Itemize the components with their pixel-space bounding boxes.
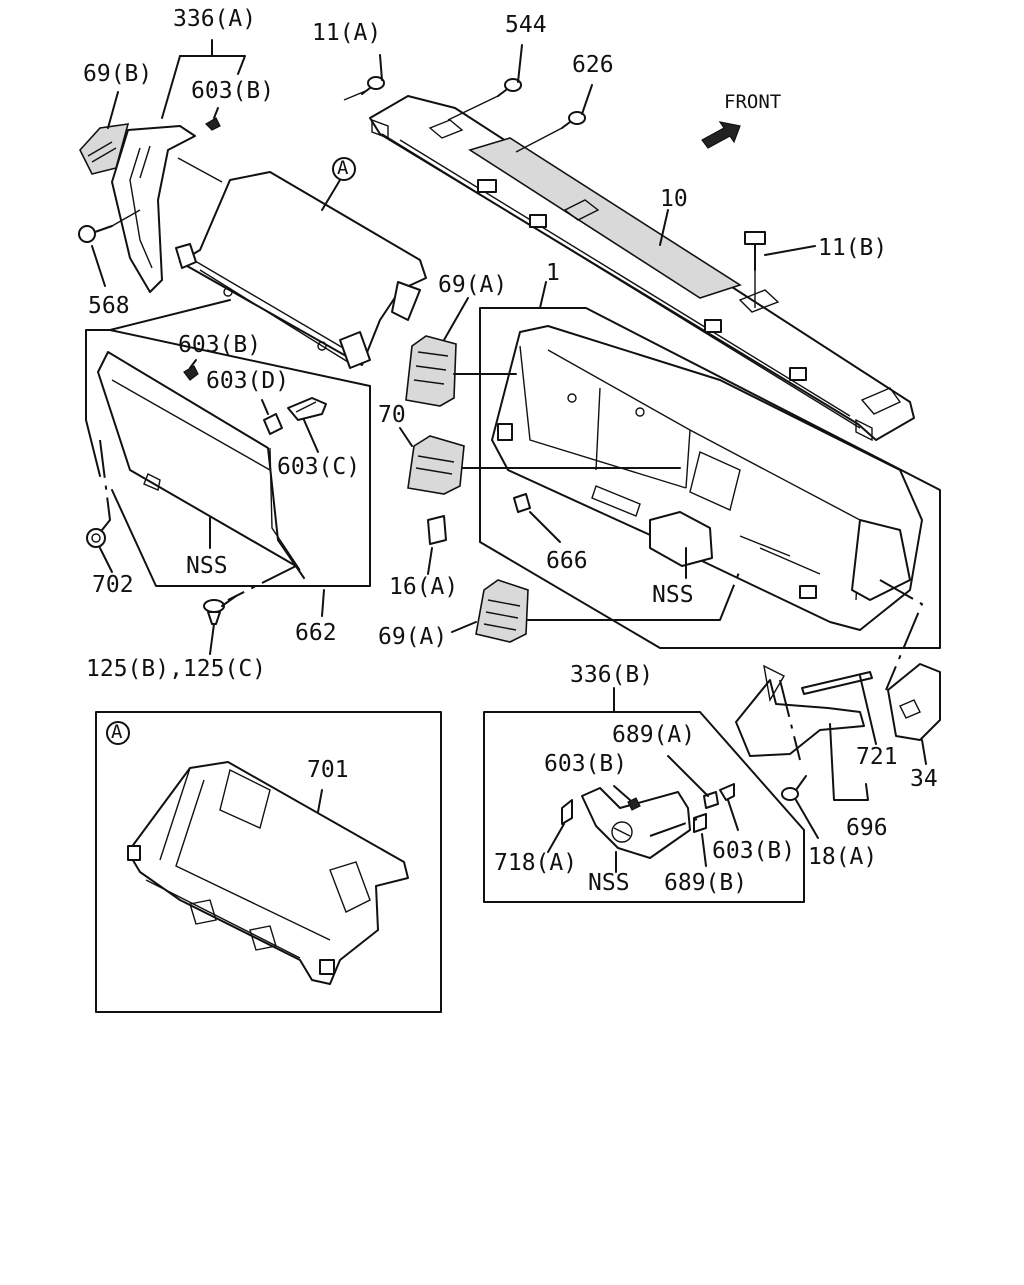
- label-544: 544: [505, 12, 547, 38]
- vent-69a-top-icon: [405, 335, 517, 407]
- label-603b-box: 603(B): [544, 751, 628, 777]
- label-702: 702: [92, 572, 134, 598]
- screw-11a-icon: [343, 54, 385, 101]
- label-626: 626: [572, 52, 614, 78]
- label-603c: 603(C): [277, 454, 361, 480]
- clip-603b-top-icon: [205, 107, 221, 131]
- label-34: 34: [910, 766, 938, 792]
- label-69a-bottom: 69(A): [378, 624, 448, 650]
- clip-603d-icon: [261, 399, 283, 435]
- glove-box-housing: [175, 171, 427, 369]
- panel-336b: [581, 787, 691, 859]
- label-10: 10: [660, 186, 688, 212]
- label-689b: 689(B): [664, 870, 748, 896]
- clip-603b-box-icon: [613, 785, 641, 811]
- glove-box-701: [127, 761, 409, 985]
- label-662: 662: [295, 620, 337, 646]
- label-front: FRONT: [724, 91, 782, 113]
- label-701: 701: [307, 757, 349, 783]
- label-721: 721: [856, 744, 898, 770]
- inset-a-label: A: [111, 721, 123, 743]
- label-603b-top: 603(B): [191, 78, 275, 104]
- front-arrow-icon: [701, 121, 741, 149]
- pad-718a-icon: [547, 799, 573, 853]
- clip-603c-icon: [287, 397, 327, 453]
- label-11b: 11(B): [818, 235, 888, 261]
- label-11a: 11(A): [312, 20, 382, 46]
- label-1: 1: [546, 260, 560, 286]
- label-69a-top: 69(A): [438, 272, 508, 298]
- vent-69a-bottom-icon: [451, 579, 721, 643]
- label-603d: 603(D): [206, 368, 290, 394]
- label-nss-box: NSS: [588, 870, 630, 896]
- pad-689a-icon: [667, 755, 719, 809]
- label-nss-dash: NSS: [652, 582, 694, 608]
- label-69b: 69(B): [83, 61, 153, 87]
- clip-603b-mid-icon: [183, 359, 199, 381]
- screw-626-icon: [515, 84, 593, 153]
- bracket-16a-icon: [427, 515, 447, 575]
- label-18a: 18(A): [808, 844, 878, 870]
- callout-a-label: A: [337, 157, 349, 179]
- label-nss-lid: NSS: [186, 553, 228, 579]
- label-16a: 16(A): [389, 574, 459, 600]
- push-clip-125-icon: [203, 595, 237, 655]
- vent-69b-icon: [79, 123, 130, 175]
- clip-666-icon: [513, 493, 561, 543]
- label-70: 70: [378, 402, 406, 428]
- dashboard-frame-1: [491, 325, 923, 631]
- screw-18a-icon: [781, 775, 819, 839]
- label-666: 666: [546, 548, 588, 574]
- label-689a: 689(A): [612, 722, 696, 748]
- pad-689b-icon: [693, 813, 707, 867]
- label-603b-mid: 603(B): [178, 332, 262, 358]
- bolt-568-icon: [78, 209, 141, 287]
- label-603b-box2: 603(B): [712, 838, 796, 864]
- label-125: 125(B),125(C): [86, 656, 267, 682]
- label-568: 568: [88, 293, 130, 319]
- label-718a: 718(A): [494, 850, 578, 876]
- screw-544-icon: [447, 44, 523, 121]
- side-panel-34: [887, 663, 941, 765]
- trim-721: [801, 671, 877, 745]
- label-696: 696: [846, 815, 888, 841]
- upper-panel-10: [369, 95, 915, 442]
- label-336b: 336(B): [570, 662, 654, 688]
- clip-603b-box2-icon: [719, 783, 739, 831]
- glove-lid-662: [97, 351, 305, 579]
- label-336a: 336(A): [173, 6, 257, 32]
- side-panel-336a: [111, 125, 196, 293]
- trim-696: [735, 664, 869, 801]
- nut-702-icon: [86, 528, 113, 573]
- bolt-11b-icon: [744, 231, 816, 308]
- vent-70-icon: [399, 427, 681, 495]
